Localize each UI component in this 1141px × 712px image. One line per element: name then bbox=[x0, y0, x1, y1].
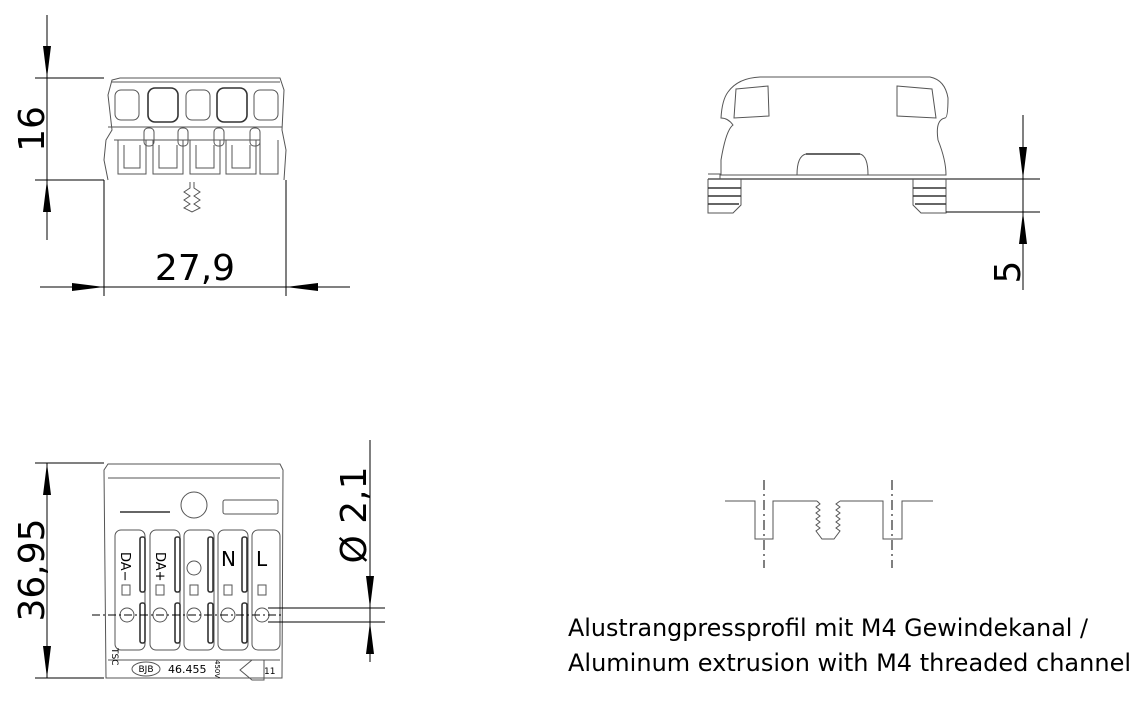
push-buttons bbox=[114, 87, 279, 123]
dimension-label: 27,9 bbox=[155, 248, 235, 289]
dimension-label: 16 bbox=[12, 106, 53, 152]
part-number: 46.455 bbox=[168, 663, 207, 676]
mark-tsc: TSC bbox=[109, 647, 119, 666]
terminal-columns bbox=[114, 491, 281, 651]
dimension-length-bottom: 36,95 bbox=[12, 462, 104, 679]
dimension-diameter: Ø 2,1 bbox=[268, 440, 385, 662]
connector-front-view bbox=[103, 77, 287, 213]
terminal-label-da-minus: DA− bbox=[117, 552, 132, 582]
dimension-label: 5 bbox=[988, 261, 1029, 284]
terminal-label-l: L bbox=[256, 547, 268, 571]
caption-german: Alustrangpressprofil mit M4 Gewindekanal… bbox=[568, 614, 1089, 642]
dimension-height-top: 16 bbox=[12, 15, 104, 240]
terminal-label-n: N bbox=[221, 547, 236, 571]
approval-mark: 11 bbox=[264, 667, 275, 677]
voltage-mark: 450V bbox=[213, 660, 221, 678]
dimension-foot-height: 5 bbox=[946, 115, 1040, 290]
dimension-label: 36,95 bbox=[12, 518, 53, 621]
clamps bbox=[114, 127, 279, 175]
connector-side-view bbox=[707, 76, 1040, 214]
brand-logo: BJB bbox=[138, 665, 153, 675]
dimension-width-top: 27,9 bbox=[40, 180, 350, 296]
terminal-label-da-plus: DA+ bbox=[152, 552, 167, 582]
dimension-label: Ø 2,1 bbox=[334, 466, 375, 563]
fixing-pin bbox=[183, 182, 201, 213]
feet bbox=[707, 173, 947, 214]
extrusion-profile bbox=[725, 480, 933, 568]
caption-english: Aluminum extrusion with M4 threaded chan… bbox=[568, 649, 1131, 677]
connector-top-view: DA− DA+ N L TSC BJB 46.455 450V 11 bbox=[92, 463, 284, 681]
